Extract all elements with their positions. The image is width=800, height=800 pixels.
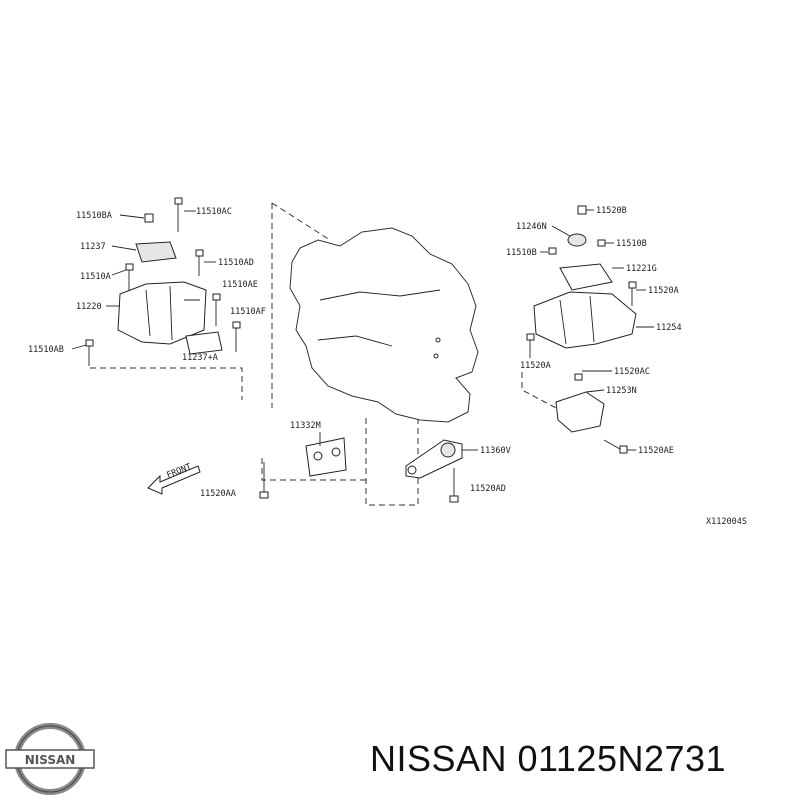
dash-line: [90, 367, 243, 400]
bolt: [449, 468, 459, 503]
part-label: 11510A: [80, 272, 111, 282]
part-label: 11510AD: [218, 258, 254, 268]
engine-detail: [317, 335, 393, 347]
part-label: 11510B: [616, 239, 647, 249]
bushing: [440, 442, 456, 458]
leader-line: [119, 214, 145, 219]
part-label: 11360V: [480, 446, 511, 456]
bolt: [526, 333, 535, 358]
mount-cover-11237: [135, 241, 177, 263]
bolt: [85, 339, 94, 366]
diagram-code: X112004S: [706, 517, 747, 527]
dash-line: [261, 458, 366, 481]
part-number-title: NISSAN 01125N2731: [370, 738, 727, 779]
svg-text:NISSAN: NISSAN: [25, 753, 76, 767]
bolt: [232, 321, 241, 352]
part-label: 11510AC: [196, 207, 232, 217]
mount-bracket-11220: [117, 281, 207, 345]
bolt: [259, 462, 269, 499]
mount-detail: [145, 285, 200, 341]
bolt: [174, 197, 183, 232]
part-label: 11246N: [516, 222, 547, 232]
part-label: 11520AA: [200, 489, 236, 499]
part-label: 11237+A: [182, 353, 218, 363]
part-label: 11254: [656, 323, 682, 333]
leader-line: [551, 225, 571, 237]
bushing: [313, 451, 323, 461]
leader-line: [71, 344, 87, 350]
part-label: 11510B: [506, 248, 537, 258]
bolt: [628, 281, 637, 306]
part-label: 11221G: [626, 264, 657, 274]
part-label: 11520A: [520, 361, 551, 371]
bracket-11237a: [185, 331, 223, 355]
part-label: 11253N: [606, 386, 637, 396]
part-label: 11520AE: [638, 446, 674, 456]
bolt: [548, 247, 557, 255]
part-label: 11332M: [290, 421, 321, 431]
part-label: 11520B: [596, 206, 627, 216]
dash-line: [521, 372, 561, 411]
mount-cover-11221g: [559, 263, 613, 291]
nut: [577, 205, 587, 215]
mount-detail: [559, 295, 595, 345]
nissan-logo: NISSAN: [5, 723, 95, 795]
mount-11253n: [555, 391, 605, 433]
leader-line: [111, 245, 137, 251]
part-label: 11520AD: [470, 484, 506, 494]
bracket-11332m: [305, 437, 347, 477]
bolt: [144, 213, 154, 223]
part-label: 11520AC: [614, 367, 650, 377]
bolt: [125, 263, 134, 290]
part-label: 11220: [76, 302, 102, 312]
engine-detail: [435, 337, 441, 343]
leader-line: [111, 269, 127, 276]
engine-detail: [319, 289, 441, 301]
part-label: 11237: [80, 242, 106, 252]
insulator-11246n: [567, 233, 587, 247]
part-label: 11520A: [648, 286, 679, 296]
bolt: [603, 439, 628, 454]
part-label: 11510BA: [76, 211, 112, 221]
mount-bracket-11254: [533, 291, 637, 349]
part-label: 11510AE: [222, 280, 258, 290]
part-label: 11510AF: [230, 307, 266, 317]
bolt: [212, 293, 221, 326]
bushing: [331, 447, 341, 457]
bolt: [574, 373, 583, 381]
bushing: [407, 465, 417, 475]
engine-block: [289, 227, 479, 423]
bolt: [195, 249, 204, 276]
engine-detail: [433, 353, 439, 359]
dash-line: [365, 418, 419, 506]
front-arrow: FRONT: [147, 462, 201, 495]
dash-line: [271, 202, 331, 241]
part-label: 11510AB: [28, 345, 64, 355]
bolt: [597, 239, 606, 247]
leader-line: [585, 389, 605, 393]
